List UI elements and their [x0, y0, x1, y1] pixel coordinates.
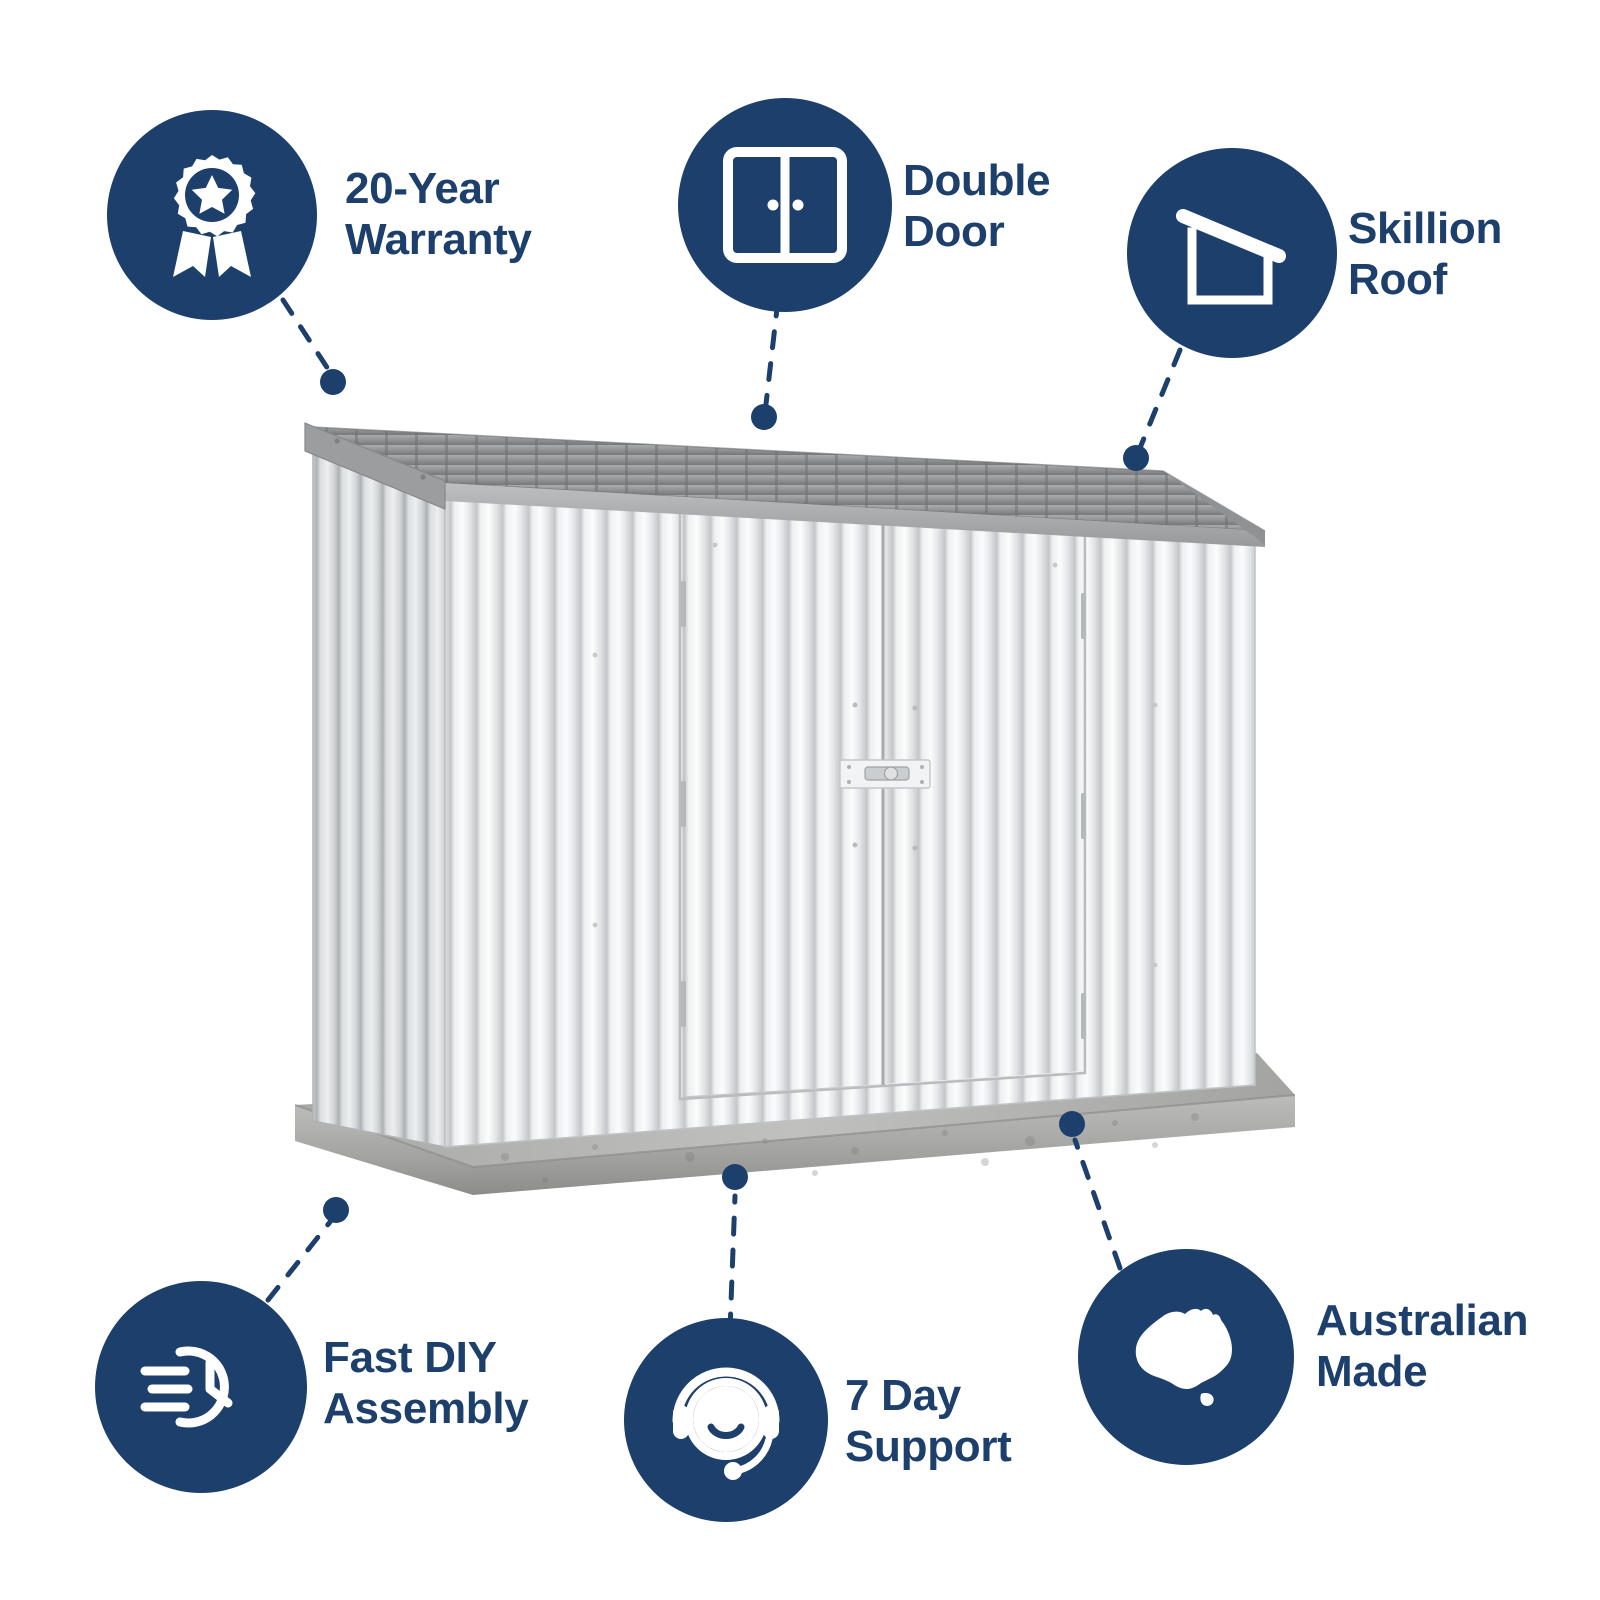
- connector-fast-diy: [265, 1219, 333, 1303]
- double-door-badge[interactable]: [678, 98, 892, 312]
- australian-made-label: Australian Made: [1316, 1296, 1529, 1397]
- shed-skillion-roof: [304, 422, 1266, 547]
- australian-made-badge[interactable]: [1078, 1249, 1294, 1465]
- award-ribbon-icon: [173, 155, 256, 277]
- door-rivets: [852, 702, 918, 851]
- door-latch-hasp[interactable]: [839, 759, 931, 789]
- double-door-label: Double Door: [903, 156, 1051, 257]
- australia-map-icon: [1135, 1308, 1232, 1406]
- shed-illustration: [295, 422, 1295, 1195]
- support-badge[interactable]: [624, 1318, 828, 1522]
- skillion-roof-badge[interactable]: [1127, 148, 1337, 358]
- headset-support-icon: [672, 1367, 780, 1480]
- fast-clock-icon: [140, 1346, 233, 1428]
- connector-dot-fast-diy: [323, 1197, 349, 1223]
- door-hinges: [681, 581, 1086, 1039]
- connector-warranty: [280, 297, 333, 375]
- skillion-roof-label: Skillion Roof: [1348, 204, 1503, 305]
- shed-left-wall: [312, 425, 446, 1148]
- warranty-badge[interactable]: [107, 110, 317, 320]
- connector-double-door: [763, 297, 781, 407]
- warranty-label: 20-Year Warranty: [345, 164, 532, 265]
- shed-double-doors[interactable]: [678, 499, 1087, 1101]
- wall-fasteners: [592, 542, 1158, 968]
- double-door-icon: [723, 147, 847, 263]
- connector-support: [727, 1193, 738, 1333]
- fast-diy-badge[interactable]: [95, 1281, 307, 1493]
- connector-dot-warranty: [320, 369, 346, 395]
- support-label: 7 Day Support: [845, 1371, 1012, 1472]
- product-image-shed: [295, 405, 1295, 1195]
- skillion-roof-icon: [1176, 209, 1286, 305]
- fast-diy-label: Fast DIY Assembly: [323, 1333, 529, 1434]
